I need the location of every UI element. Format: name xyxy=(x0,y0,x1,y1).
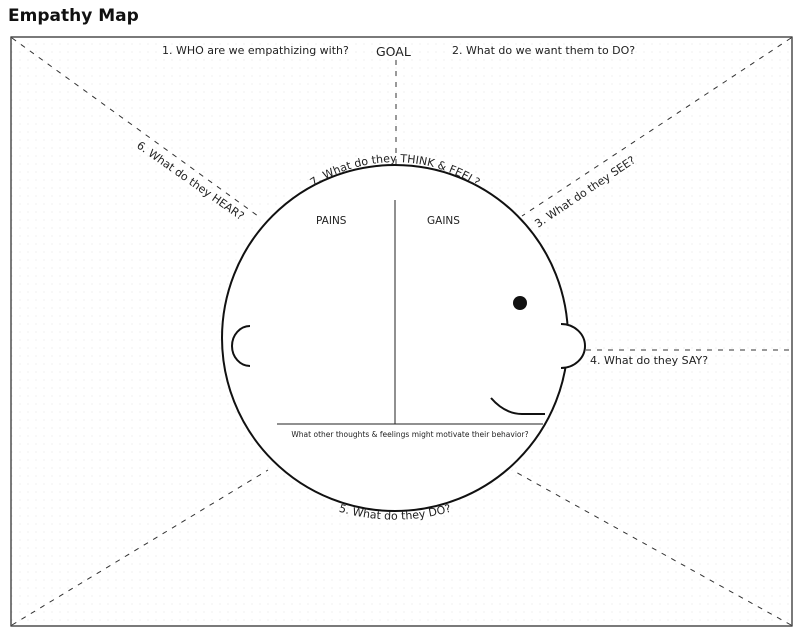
right-ear xyxy=(560,323,586,369)
section-do-goal: 2. What do we want them to DO? xyxy=(452,44,635,57)
divider-bottom-right xyxy=(511,469,792,626)
divider-top-left xyxy=(11,37,259,217)
goal-label: GOAL xyxy=(376,44,411,59)
motivation-prompt: What other thoughts & feelings might mot… xyxy=(291,430,528,439)
eye xyxy=(513,296,527,310)
left-ear xyxy=(231,325,251,367)
divider-top-right xyxy=(521,37,792,217)
section-say: 4. What do they SAY? xyxy=(590,354,708,367)
section-who: 1. WHO are we empathizing with? xyxy=(162,44,349,57)
mouth xyxy=(490,397,545,415)
gains-label: GAINS xyxy=(427,215,460,227)
page-title: Empathy Map xyxy=(8,6,139,26)
section-dividers xyxy=(11,37,792,626)
pains-label: PAINS xyxy=(316,215,347,227)
